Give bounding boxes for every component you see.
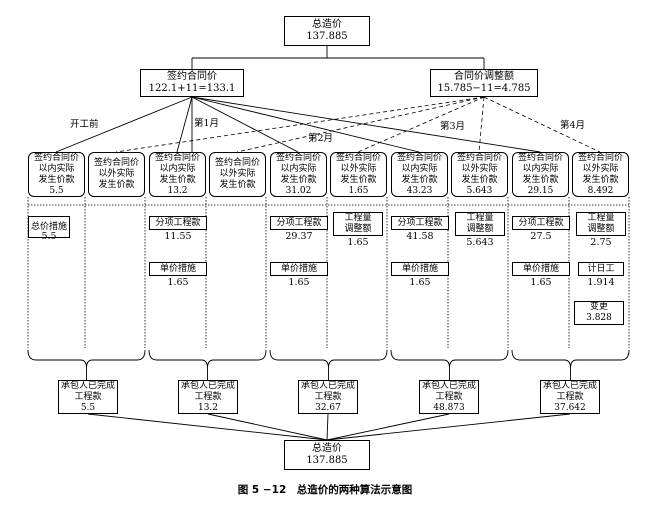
dashed-link: [483, 96, 601, 153]
top-total-label: 总造价: [312, 19, 342, 30]
month-box-value: 13.2: [167, 185, 188, 196]
contract-adjust-box: 合同价调整额 15.785−11=4.785: [430, 69, 538, 97]
item-lump-sum-measures: 总价措施: [28, 216, 70, 238]
brace: [511, 349, 630, 369]
month-box-value: 1.65: [348, 185, 369, 196]
item-value: 2.75: [590, 237, 612, 248]
bottom-total-value: 137.885: [306, 455, 348, 466]
solid-link: [55, 96, 193, 153]
period-label-m1: 第1月: [194, 118, 220, 129]
item-value: 1.65: [409, 277, 431, 288]
solid-link: [191, 96, 541, 153]
item-value: 1.65: [347, 237, 369, 248]
item-unit-measures: 单价措施: [149, 262, 207, 276]
month-box-value: 43.23: [406, 185, 433, 196]
month-box-value: 5.643: [466, 185, 493, 196]
month-box-value: 8.492: [587, 185, 614, 196]
solid-link: [191, 96, 299, 153]
solid-link: [176, 96, 193, 153]
period-label-pre: 开工前: [70, 119, 99, 130]
brace: [27, 349, 146, 369]
dashed-link: [115, 96, 485, 153]
brace: [390, 349, 509, 369]
period-label-m4: 第4月: [560, 120, 586, 131]
tree-line: [207, 413, 328, 441]
item-quantity-adjustment: 工程量调整额: [576, 212, 626, 236]
month-box-value: 5.5: [49, 185, 64, 196]
figure-caption: 图 5 −12 总造价的两种算法示意图: [237, 484, 413, 496]
item-quantity-adjustment: 工程量调整额: [333, 212, 383, 236]
item-sub-works: 分项工程款: [512, 216, 570, 230]
contract-price-label: 签约合同价: [167, 71, 217, 82]
item-value: 5.5: [41, 231, 57, 242]
contract-adjust-value: 15.785−11=4.785: [437, 83, 531, 94]
period-label-m2: 第2月: [308, 133, 334, 144]
month-box-m1-outside: 签约合同价以外实际发生价款: [209, 152, 266, 197]
item-value: 1.914: [587, 277, 615, 288]
item-quantity-adjustment: 工程量调整额: [455, 212, 505, 236]
item-sub-works: 分项工程款: [149, 216, 207, 230]
item-value: 11.55: [164, 231, 192, 242]
item-sub-works: 分项工程款: [391, 216, 449, 230]
item-value: 5.643: [466, 237, 494, 248]
brace: [148, 349, 267, 369]
dashed-link: [357, 96, 485, 153]
item-unit-measures: 单价措施: [512, 262, 570, 276]
item-value: 1.65: [167, 277, 189, 288]
item-sub-works: 分项工程款: [270, 216, 328, 230]
top-total-box: 总造价 137.885: [284, 16, 370, 46]
item-value: 1.65: [530, 277, 552, 288]
item-value: 29.37: [285, 231, 313, 242]
period-label-m3: 第3月: [440, 121, 466, 132]
dashed-link: [478, 96, 485, 153]
contract-adjust-label: 合同价调整额: [454, 71, 514, 82]
tree-line: [326, 413, 329, 441]
dashed-link: [236, 96, 485, 153]
month-box-pre-outside: 签约合同价以外实际发生价款: [88, 152, 145, 197]
solid-link: [191, 96, 420, 153]
month-box-value: 29.15: [527, 185, 554, 196]
month-box-value: 31.02: [285, 185, 312, 196]
brace: [269, 349, 388, 369]
item-unit-measures: 单价措施: [270, 262, 328, 276]
tree-line: [87, 413, 328, 441]
contract-price-box: 签约合同价 122.1+11=133.1: [140, 69, 244, 97]
item-value: 27.5: [530, 231, 552, 242]
top-total-value: 137.885: [306, 31, 348, 42]
bottom-total-box: 总造价 137.885: [284, 440, 370, 470]
tree-line: [326, 413, 571, 441]
item-unit-measures: 单价措施: [391, 262, 449, 276]
item-daywork: 计日工: [578, 262, 624, 276]
bottom-total-label: 总造价: [312, 443, 342, 454]
item-value: 41.58: [406, 231, 434, 242]
contract-price-value: 122.1+11=133.1: [148, 83, 236, 94]
item-value: 1.65: [288, 277, 310, 288]
tree-line: [326, 413, 450, 441]
